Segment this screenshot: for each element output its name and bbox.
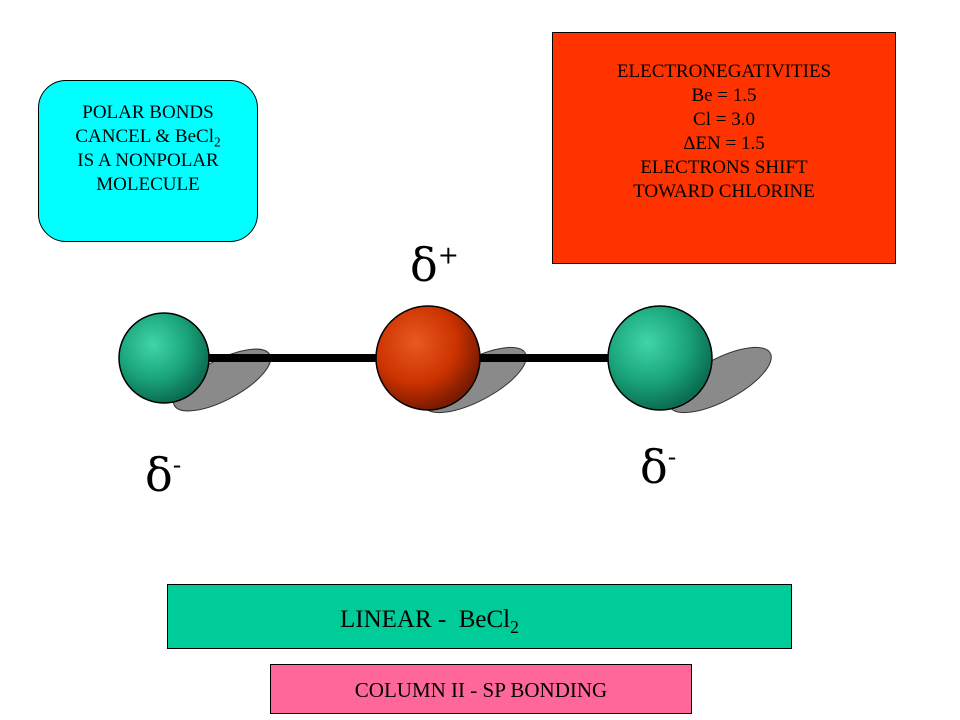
polar-line-3: IS A NONPOLAR xyxy=(77,150,219,171)
partial-negative-charge-right: δ- xyxy=(640,444,676,490)
delta-plus-sign: + xyxy=(437,240,459,270)
shape-text: LINEAR - BeCl xyxy=(340,606,511,633)
en-line-2: Be = 1.5 xyxy=(691,85,757,106)
polar-line-4: MOLECULE xyxy=(96,174,200,195)
en-line-4: ΔEN = 1.5 xyxy=(683,133,765,154)
polar-line-1: POLAR BONDS xyxy=(82,102,214,123)
en-line-5: ELECTRONS SHIFT xyxy=(640,157,808,178)
polar-line-2: CANCEL & BeCl2 xyxy=(39,125,257,149)
left-bond xyxy=(208,354,380,362)
bonding-text: COLUMN II - SP BONDING xyxy=(354,678,608,702)
polar-line-2-subscript: 2 xyxy=(213,134,221,150)
molecular-shape-box: LINEAR - BeCl2 xyxy=(167,584,792,649)
delta-minus-right-symbol: δ xyxy=(640,440,668,494)
polar-line-2-text: CANCEL & BeCl xyxy=(75,126,214,147)
right-chlorine-atom xyxy=(607,305,713,411)
en-line-6: TOWARD CHLORINE xyxy=(633,181,815,202)
right-bond xyxy=(474,354,614,362)
nonpolar-explanation-box: POLAR BONDS CANCEL & BeCl2 IS A NONPOLAR… xyxy=(38,80,258,242)
left-chlorine-atom xyxy=(118,312,210,404)
partial-positive-charge: δ+ xyxy=(410,242,459,288)
shape-subscript: 2 xyxy=(510,617,519,638)
beryllium-atom xyxy=(375,305,481,411)
partial-negative-charge-left: δ- xyxy=(145,452,181,498)
delta-minus-left-symbol: δ xyxy=(145,448,173,502)
delta-minus-left-sign: - xyxy=(172,450,182,480)
en-line-3: Cl = 3.0 xyxy=(693,109,755,130)
delta-plus-symbol: δ xyxy=(410,238,438,292)
bonding-type-box: COLUMN II - SP BONDING xyxy=(270,664,692,714)
en-line-1: ELECTRONEGATIVITIES xyxy=(616,61,832,82)
electronegativity-box: ELECTRONEGATIVITIES Be = 1.5 Cl = 3.0 ΔE… xyxy=(552,32,896,264)
delta-minus-right-sign: - xyxy=(667,442,677,472)
